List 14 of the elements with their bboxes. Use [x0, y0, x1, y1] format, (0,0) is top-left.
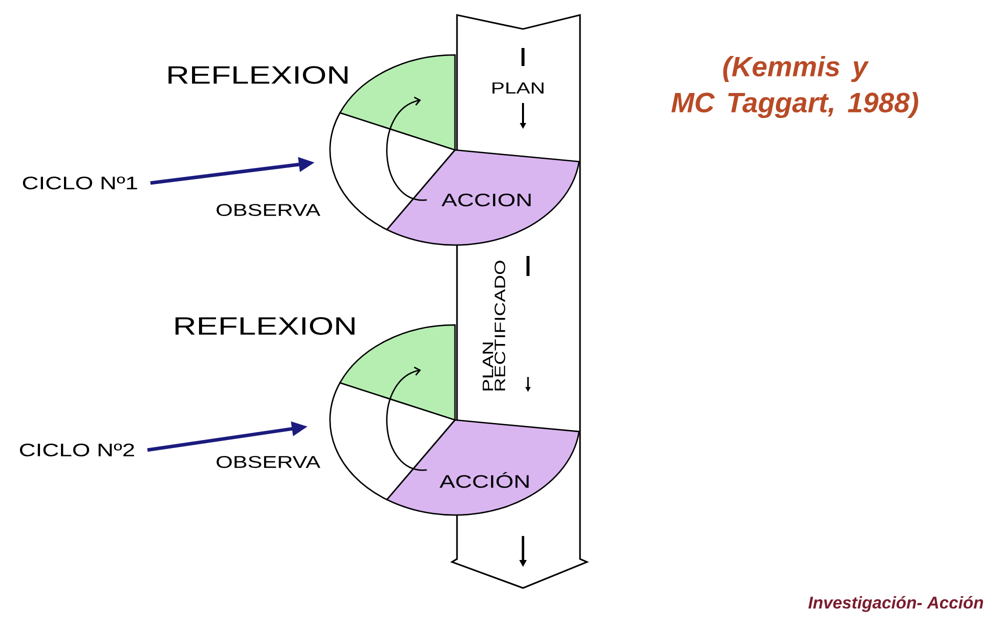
citation: (Kemmis y MC Taggart, 1988) [671, 56, 918, 118]
footer-text: Investigación- Acción [808, 596, 984, 612]
segment-label: REFLEXION [168, 66, 348, 84]
arrow [386, 366, 427, 471]
arrow [386, 96, 427, 201]
segment-label: OBSERVA [216, 456, 320, 468]
band-label: PLAN [492, 82, 544, 94]
band-label: PLAN RECTIFICADO [482, 260, 506, 390]
cycle-label: CICLO Nº1 [22, 176, 138, 190]
segment-label: ACCION [442, 194, 531, 206]
cycle-label: CICLO Nº2 [20, 444, 134, 456]
segment-label: REFLEXION [176, 317, 354, 335]
segment-label: OBSERVA [216, 204, 320, 216]
segment-label: ACCIÓN [440, 472, 529, 488]
